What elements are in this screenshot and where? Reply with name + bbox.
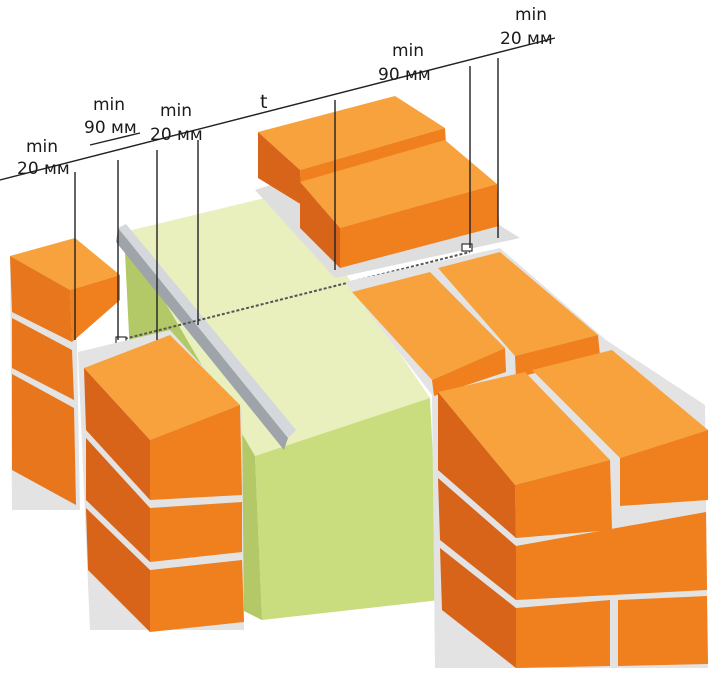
left-front-brick-stack xyxy=(78,330,244,632)
main-dimension-line xyxy=(0,37,556,181)
insulation-top-face xyxy=(124,192,430,456)
right-top-brick-a-front xyxy=(432,348,506,396)
left-front-brick-2-side xyxy=(86,438,150,562)
left-brick-stack xyxy=(10,238,120,510)
dimension-labels: min 20 мм min 90 мм min 20 мм t min 90 м… xyxy=(17,5,553,179)
right-edge-label-line1: min xyxy=(515,5,547,25)
insulation-front-face xyxy=(255,398,440,620)
right-low-brick-1-front xyxy=(516,512,707,600)
left-brick-1-top xyxy=(10,238,120,290)
left-anchor-label-line2: 90 мм xyxy=(84,118,137,138)
left-front-brick-1-front xyxy=(150,405,242,500)
back-brick-upper-side xyxy=(258,132,302,205)
right-anchor-label-line1: min xyxy=(392,41,424,61)
right-low-brick-2-side xyxy=(440,548,516,668)
back-brick-lower-side xyxy=(300,182,340,268)
left-front-brick-1-side xyxy=(84,368,150,500)
left-front-brick-2-front xyxy=(150,502,242,562)
right-mid-brick-a-front xyxy=(515,460,612,538)
left-brick-1-front xyxy=(70,275,120,342)
right-top-brick-a-top xyxy=(352,272,505,380)
right-mid-brick-a-top xyxy=(438,372,610,485)
wall-tie xyxy=(115,224,473,450)
right-edge-label-line2: 20 мм xyxy=(500,29,553,49)
left-brick-3-side xyxy=(12,374,76,505)
left-front-brick-1-top xyxy=(84,335,240,440)
right-top-brick-b-front xyxy=(515,335,600,378)
wall-tie-top xyxy=(118,224,296,438)
tie-end-right xyxy=(461,243,473,252)
left-front-brick-3-side xyxy=(86,508,150,632)
right-anchor-label-line2: 90 мм xyxy=(378,65,431,85)
left-edge-label-line2: 20 мм xyxy=(17,159,70,179)
left-brick-2-side xyxy=(12,318,74,400)
left-front-brick-3-front xyxy=(150,560,244,632)
right-top-brick-b-top xyxy=(438,252,598,356)
horizontal-tie-line xyxy=(119,251,471,341)
right-low-brick-2b-front xyxy=(618,596,708,666)
left-brick-1-side xyxy=(10,256,72,342)
back-brick-stack xyxy=(255,96,520,278)
right-low-brick-1-side xyxy=(438,478,516,600)
thickness-label: t xyxy=(260,91,267,113)
right-brick-stack xyxy=(345,248,708,668)
right-mid-brick-b-top xyxy=(532,350,708,458)
left-anchor-dimension-line xyxy=(89,132,141,146)
left-edge-label-line1: min xyxy=(26,137,58,157)
right-mid-brick-a-side xyxy=(438,392,516,538)
back-brick-lower-top xyxy=(300,140,497,228)
wall-tie-face xyxy=(116,228,288,450)
right-mid-brick-b-front xyxy=(620,430,708,506)
left-gap-label-line1: min xyxy=(160,101,192,121)
dimension-lines xyxy=(0,37,556,340)
left-anchor-label-line1: min xyxy=(93,95,125,115)
back-brick-upper-top xyxy=(258,96,445,170)
right-low-brick-2a-front xyxy=(516,600,610,668)
left-gap-label-line2: 20 мм xyxy=(150,125,203,145)
back-brick-lower-front xyxy=(340,184,499,268)
